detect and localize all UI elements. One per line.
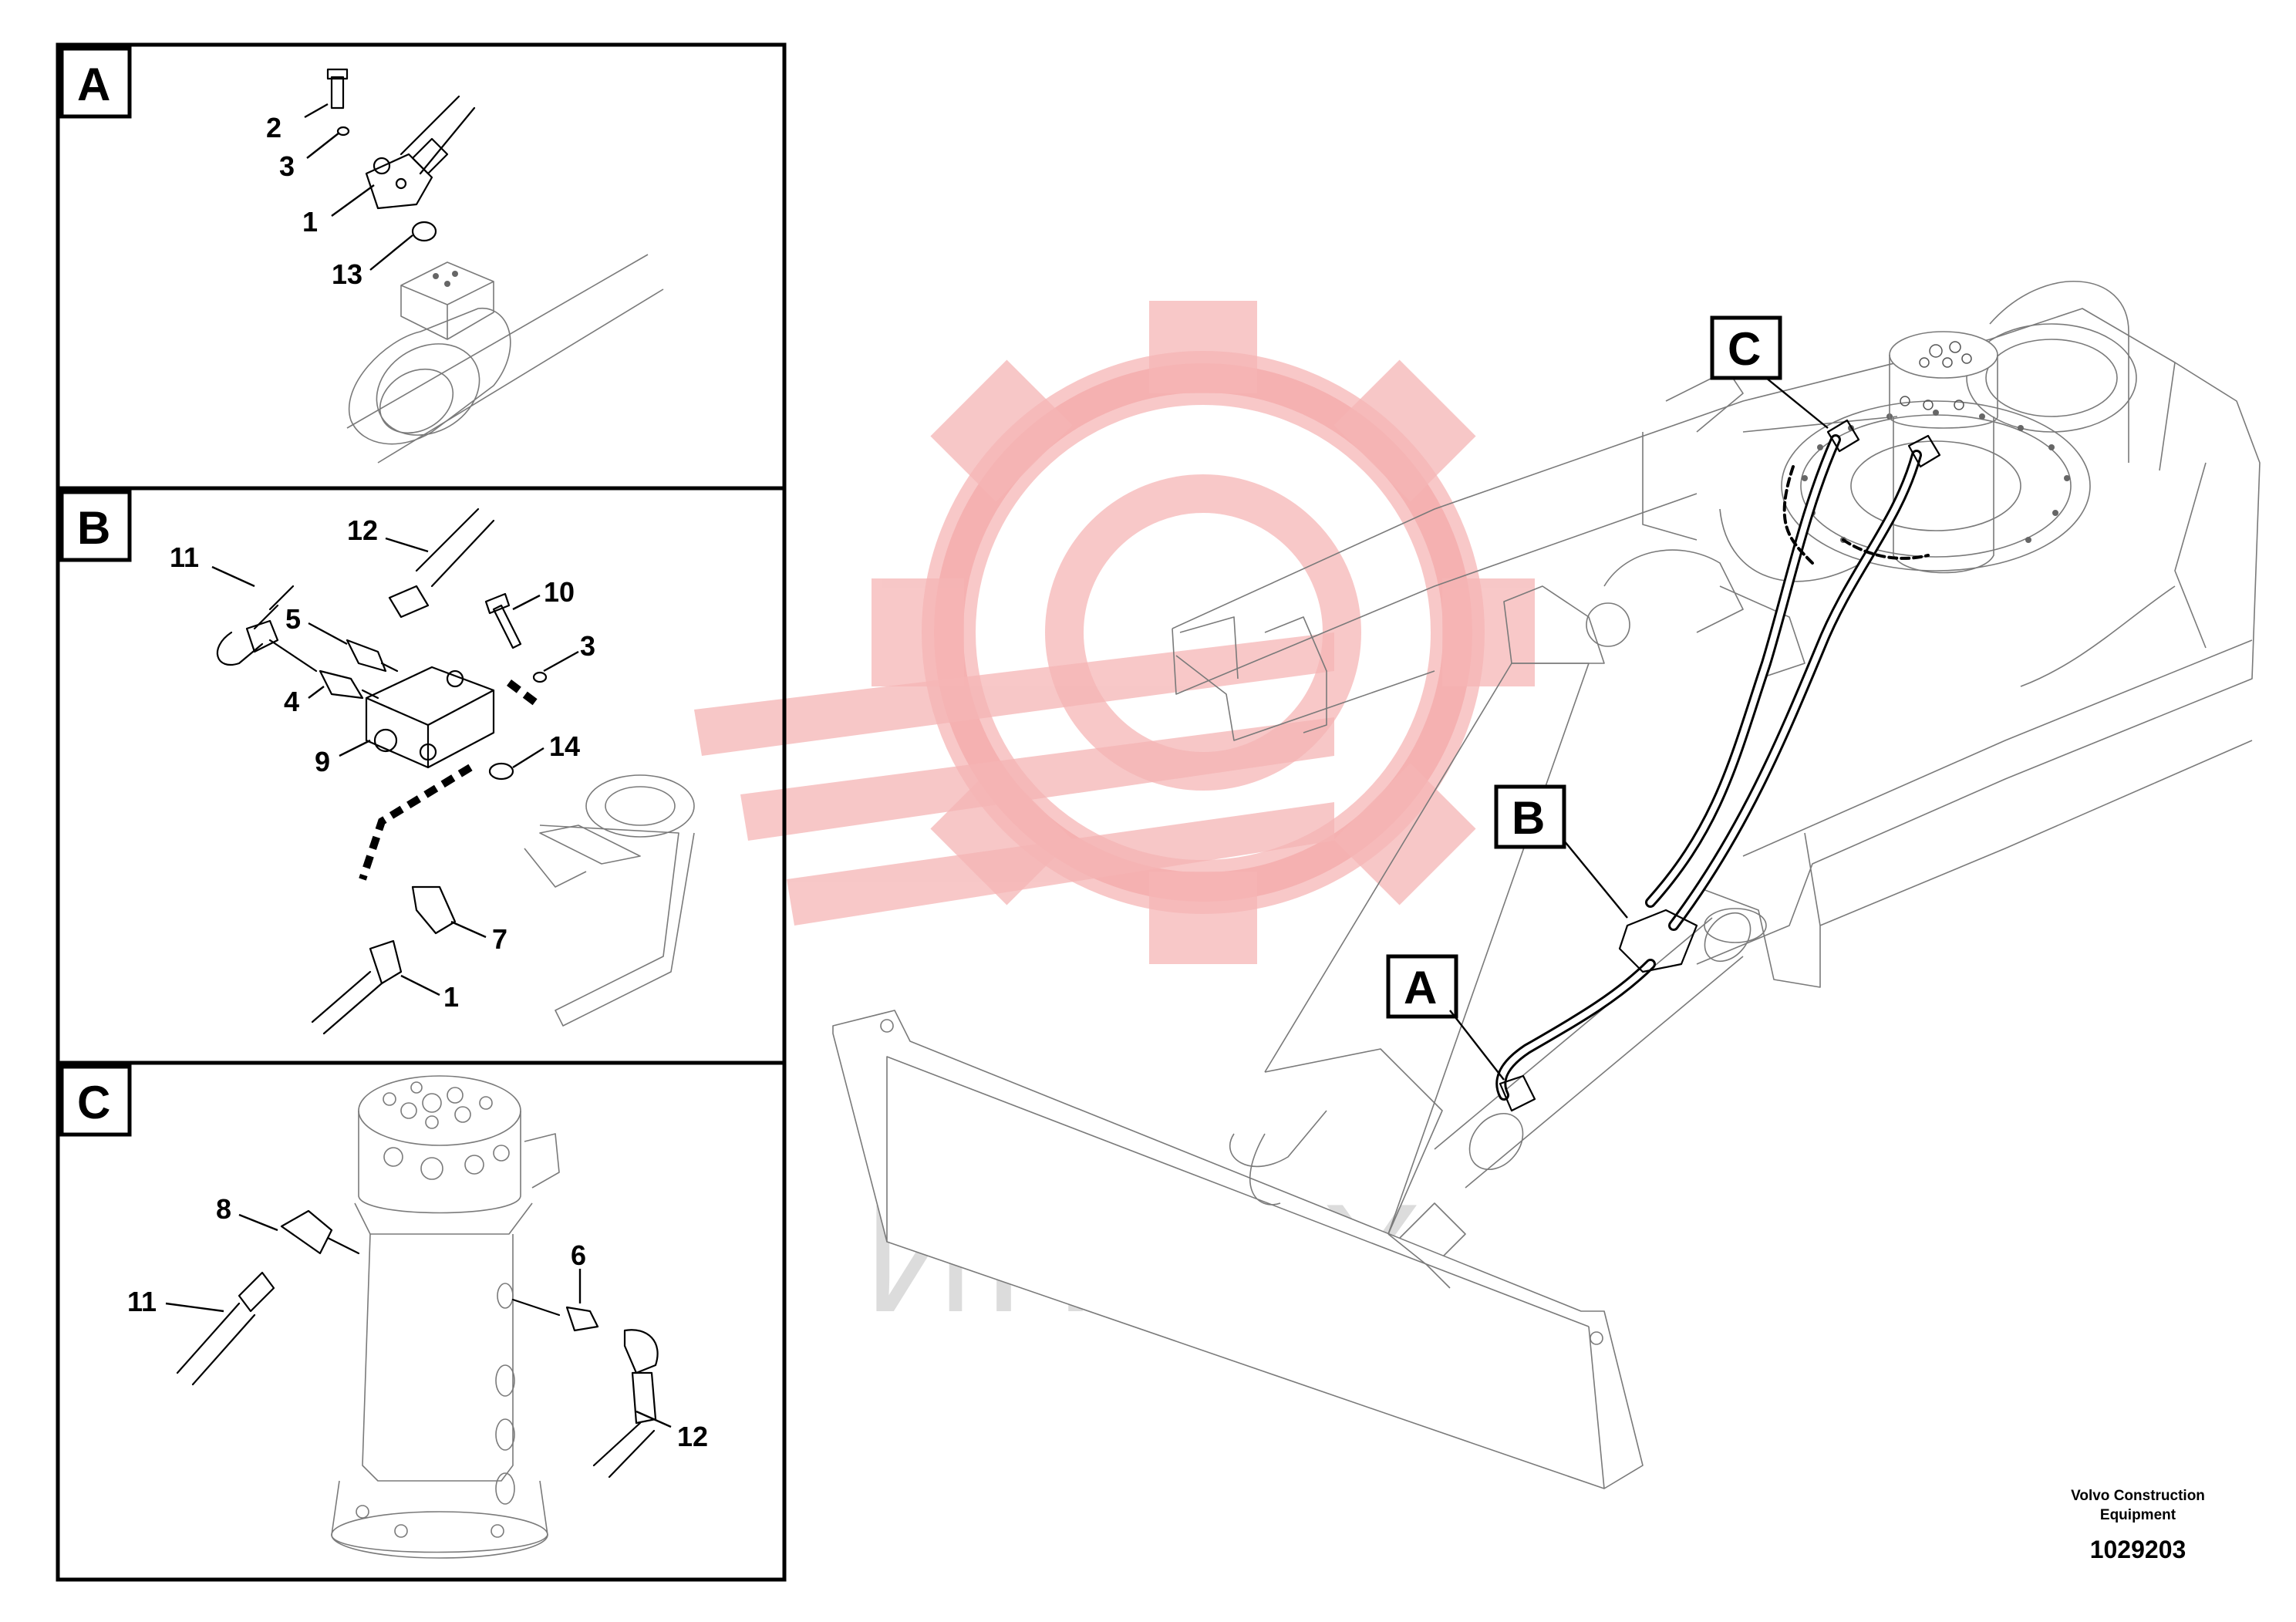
main-label-b: B [1512,792,1545,844]
callout-c-6: 6 [571,1239,586,1271]
drawing-number: 1029203 [2090,1536,2186,1563]
dozer-blade [832,1010,1644,1489]
detail-frames [56,42,787,1582]
detail-view-a: A 2 3 1 13 [59,46,664,464]
detail-c-label: C [77,1077,110,1128]
callout-b-4: 4 [284,686,299,717]
detail-a-label: A [77,59,110,110]
dozer-arm [1229,549,1805,1289]
main-label-a: A [1404,962,1437,1013]
callout-b-12: 12 [347,514,378,546]
callout-c-11: 11 [127,1286,157,1317]
callout-b-3: 3 [580,630,595,662]
footer: Volvo Construction Equipment 1029203 [2071,1488,2205,1563]
main-label-c: C [1728,323,1761,375]
detail-view-b: B [59,490,695,1035]
callout-b-1: 1 [443,981,459,1013]
company-name-line1: Volvo Construction [2071,1488,2205,1504]
swivel-ports [383,1081,493,1129]
hydraulic-hoses [1495,419,1941,1112]
callout-b-11: 11 [170,541,199,573]
location-callout-c: C [1710,315,1829,429]
callout-b-7: 7 [492,923,507,955]
callout-a-2: 2 [266,112,282,143]
detail-b-label: B [77,502,110,554]
undercarriage-frame [1172,281,2261,988]
callout-c-12: 12 [677,1421,708,1452]
main-swivel-joint [1889,331,1998,574]
callout-c-8: 8 [216,1193,231,1225]
callout-a-13: 13 [332,258,362,290]
side-ports [356,1145,515,1538]
callout-b-10: 10 [544,576,575,608]
callout-b-14: 14 [549,730,580,762]
location-callout-a: A [1386,954,1505,1081]
detail-view-c: C [59,1064,708,1559]
company-name-line2: Equipment [2100,1507,2176,1523]
slew-ring [1781,400,2091,572]
callout-a-1: 1 [302,206,318,238]
callout-a-3: 3 [279,150,295,182]
main-assembly-view: C B A [832,281,2261,1489]
callout-b-5: 5 [285,603,301,635]
location-callout-b: B [1494,784,1628,919]
callout-b-9: 9 [315,746,330,777]
